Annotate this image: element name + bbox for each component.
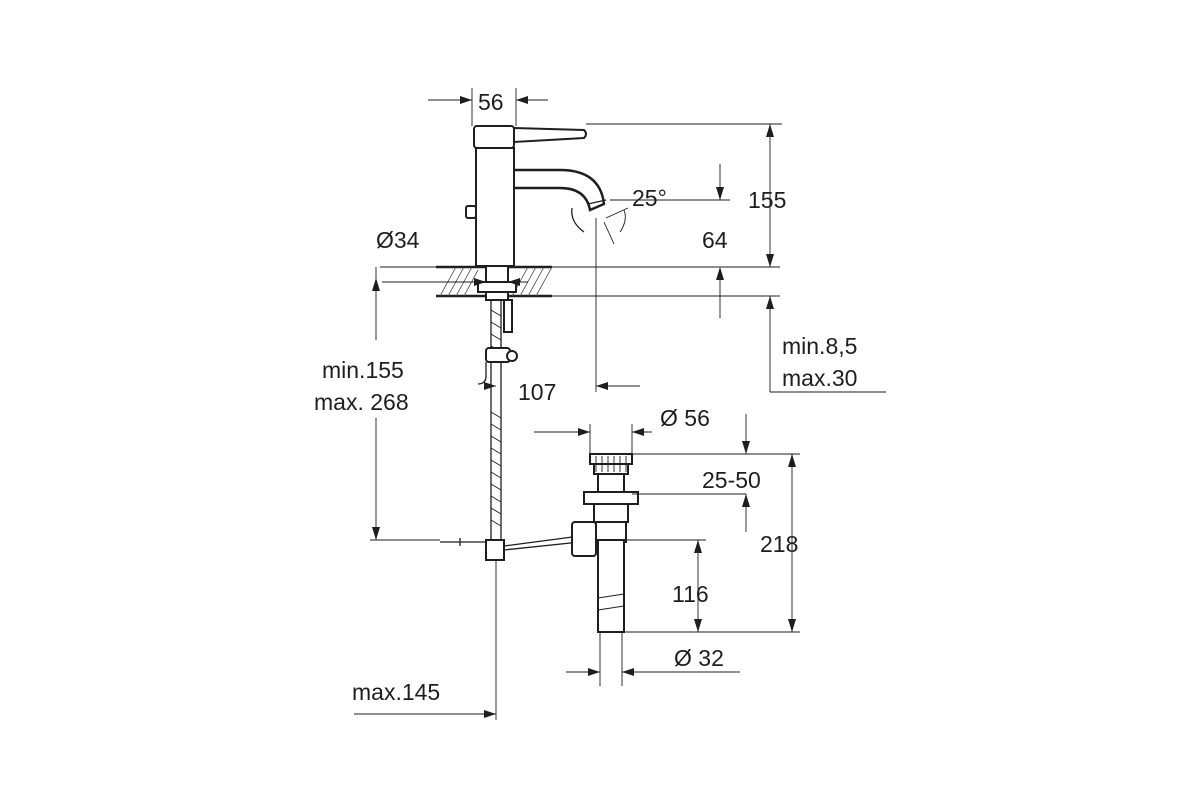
waste-height-label: 218 xyxy=(760,531,798,557)
spout-height-label: 64 xyxy=(702,227,728,253)
deck-min-label: min.8,5 xyxy=(782,333,857,359)
faucet-body xyxy=(465,125,607,301)
spout-reach-label: 107 xyxy=(518,379,556,405)
supply-and-rod xyxy=(440,299,581,720)
faucet-height-label: 155 xyxy=(748,187,786,213)
spout-angle-label: 25° xyxy=(632,185,667,211)
rod-reach-label: max.145 xyxy=(352,679,440,705)
tail-min-label: min.155 xyxy=(322,357,404,383)
waste-pipe-diameter-label: Ø 32 xyxy=(674,645,724,671)
waste-tail-label: 116 xyxy=(672,581,709,607)
handle-width-label: 56 xyxy=(478,89,504,115)
base-diameter-label: Ø34 xyxy=(376,227,420,253)
deck-max-label: max.30 xyxy=(782,365,857,391)
dimension-labels: 56 155 25° 64 Ø34 min.8,5 max.30 min.155… xyxy=(314,89,857,705)
waste-assembly xyxy=(571,453,639,686)
waste-top-diameter-label: Ø 56 xyxy=(660,405,710,431)
tail-max-label: max. 268 xyxy=(314,389,409,415)
dimension-lines xyxy=(354,88,886,718)
waste-adjust-label: 25-50 xyxy=(702,467,761,493)
